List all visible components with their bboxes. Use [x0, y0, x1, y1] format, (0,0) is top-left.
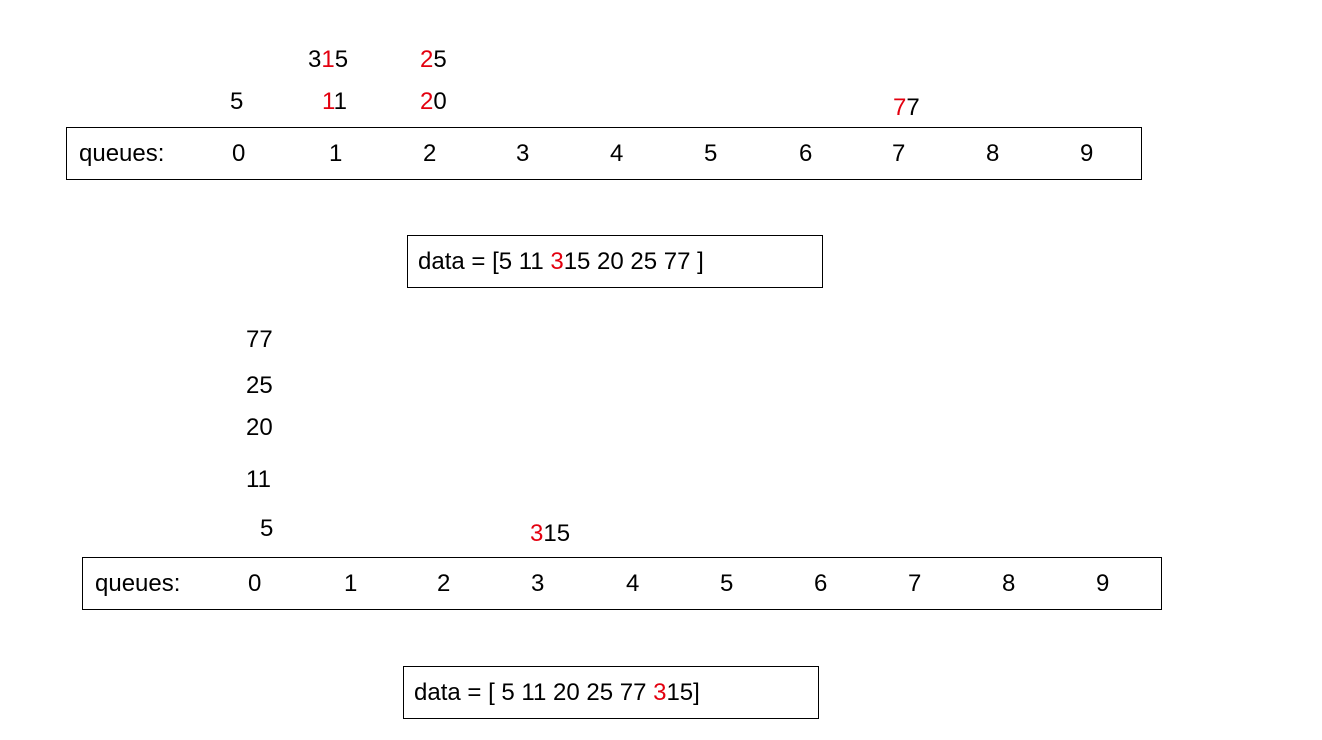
- pass2-queue-number: 3: [531, 570, 545, 597]
- pass1-queue-number: 8: [986, 140, 1000, 167]
- pass1-queue-number: 5: [704, 140, 718, 167]
- digit-run: 11: [246, 466, 271, 493]
- digit-run: 25: [246, 372, 273, 399]
- pass2-queues-label: queues:: [95, 570, 181, 597]
- digit-run: 3: [308, 46, 322, 73]
- pass1-queue-number: 2: [423, 140, 437, 167]
- highlighted-digit: 1: [322, 88, 334, 115]
- highlighted-digit: 3: [550, 248, 564, 275]
- highlighted-digit: 1: [321, 46, 335, 73]
- pass1-item-77: 77: [893, 94, 920, 122]
- digit-run: data = [5 11: [418, 248, 551, 275]
- pass1-item-25: 25: [420, 46, 447, 74]
- pass2-queues-box: queues: 0 1 2 3 4 5 6 7 8 9: [82, 557, 1162, 610]
- pass1-item-315: 315: [308, 46, 348, 74]
- digit-run: data = [ 5 11 20 25 77: [414, 679, 654, 706]
- pass1-queue-number: 7: [892, 140, 906, 167]
- pass2-queue-number: 2: [437, 570, 451, 597]
- pass2-queue-number: 1: [344, 570, 358, 597]
- pass2-queue-number: 6: [814, 570, 828, 597]
- pass1-queue-number: 9: [1080, 140, 1094, 167]
- pass2-item-20: 20: [246, 414, 273, 442]
- digit-run: 5: [334, 46, 349, 73]
- pass2-item-5: 5: [260, 515, 273, 543]
- pass2-queue-number: 9: [1096, 570, 1110, 597]
- pass1-item-20: 20: [420, 88, 447, 116]
- digit-run: 1: [333, 88, 347, 115]
- pass2-queue-number: 4: [626, 570, 640, 597]
- digit-run: 77: [246, 326, 273, 353]
- pass2-item-315: 315: [530, 520, 570, 548]
- highlighted-digit: 3: [530, 520, 544, 547]
- digit-run: 15 20 25 77 ]: [563, 248, 704, 275]
- pass1-data-box: data = [5 11 315 20 25 77 ]: [407, 235, 823, 288]
- pass1-queue-number: 4: [610, 140, 624, 167]
- pass1-queues-box: queues: 0 1 2 3 4 5 6 7 8 9: [66, 127, 1142, 180]
- digit-run: 15: [543, 520, 571, 547]
- pass2-item-25: 25: [246, 372, 273, 400]
- pass1-queue-number: 6: [799, 140, 813, 167]
- pass2-item-77: 77: [246, 326, 273, 354]
- pass1-item-5: 5: [230, 88, 243, 116]
- digit-run: 5: [433, 46, 447, 73]
- pass2-queue-number: 5: [720, 570, 734, 597]
- pass1-queue-number: 1: [329, 140, 343, 167]
- highlighted-digit: 7: [893, 94, 907, 121]
- digit-run: 0: [433, 88, 447, 115]
- pass1-queue-number: 3: [516, 140, 530, 167]
- pass1-queue-number: 0: [232, 140, 246, 167]
- highlighted-digit: 2: [420, 88, 434, 115]
- pass2-item-11: 11: [246, 466, 271, 494]
- digit-run: 20: [246, 414, 273, 441]
- pass2-queue-number: 8: [1002, 570, 1016, 597]
- pass1-queues-label: queues:: [79, 140, 165, 167]
- pass2-queue-number: 7: [908, 570, 922, 597]
- pass2-data-box: data = [ 5 11 20 25 77 315]: [403, 666, 819, 719]
- digit-run: 5: [260, 515, 274, 542]
- highlighted-digit: 3: [653, 679, 667, 706]
- pass2-queue-number: 0: [248, 570, 262, 597]
- pass1-item-11: 11: [322, 88, 347, 116]
- pass1-data-text: data = [5 11 315 20 25 77 ]: [418, 248, 704, 276]
- digit-run: 15]: [666, 679, 700, 706]
- digit-run: 5: [230, 88, 244, 115]
- digit-run: 7: [906, 94, 920, 121]
- highlighted-digit: 2: [420, 46, 434, 73]
- pass2-data-text: data = [ 5 11 20 25 77 315]: [414, 679, 700, 707]
